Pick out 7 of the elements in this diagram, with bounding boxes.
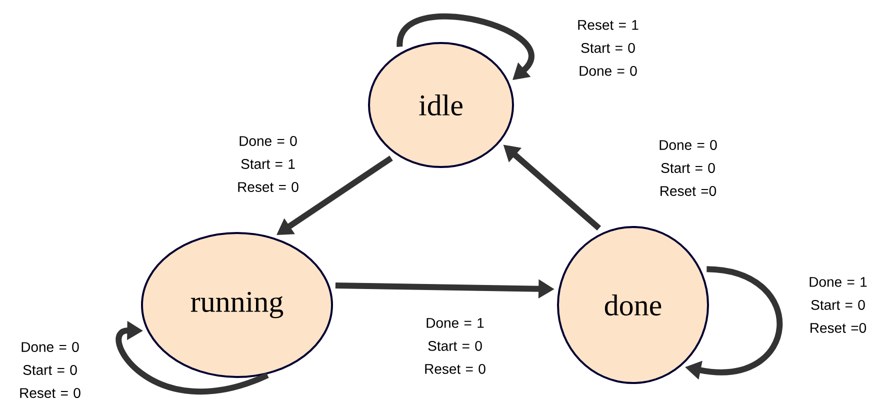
- edge-label: Reset = 1 Start = 0 Done = 0: [578, 20, 638, 76]
- edge-label: Done = 0 Start = 1 Reset = 0: [238, 136, 298, 192]
- edge-label: Done = 1 Start = 0 Reset = 0: [425, 318, 486, 374]
- edge-label: Done = 1 Start = 0 Reset =0: [810, 277, 867, 333]
- arrow: [116, 320, 269, 394]
- edge-label: Done = 0 Start = 0 Reset = 0: [20, 342, 80, 398]
- edge-label: Done = 0 Start = 0 Reset =0: [660, 140, 717, 196]
